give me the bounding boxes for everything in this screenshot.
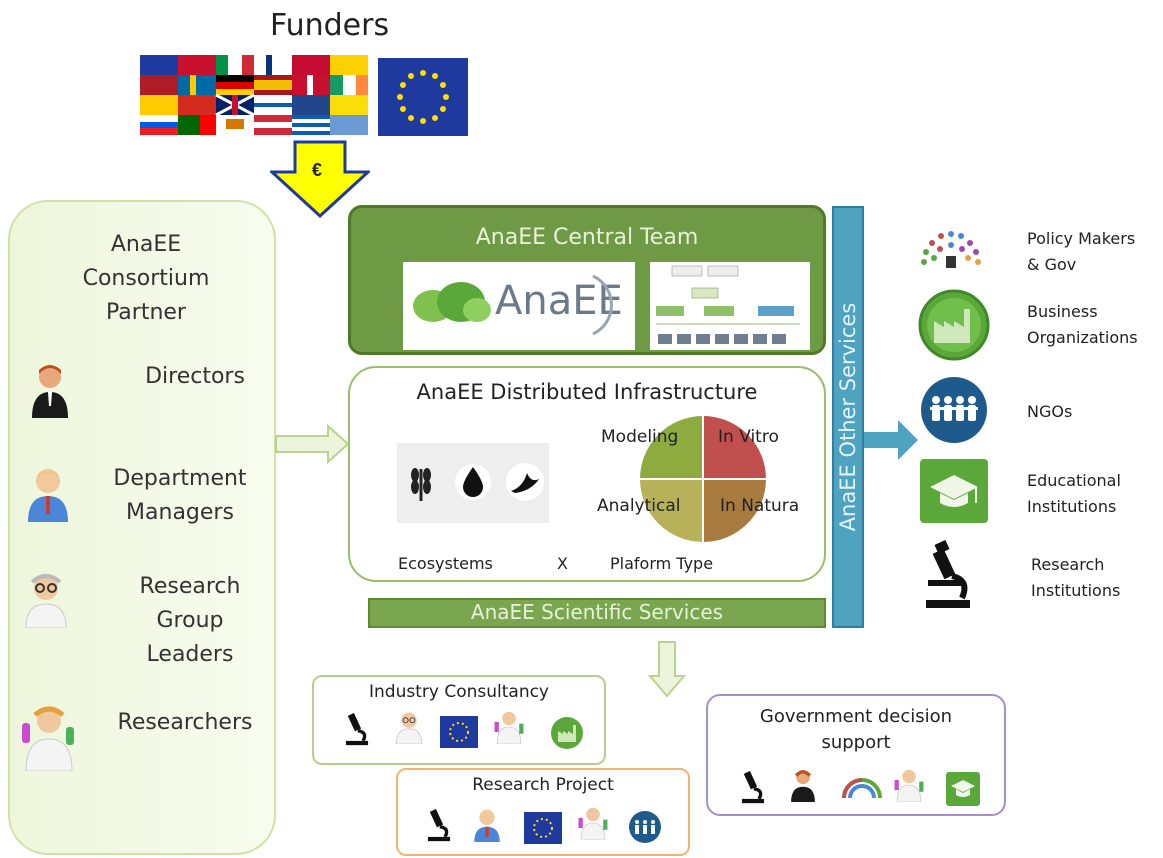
distributed-infrastructure-title: AnaEE Distributed Infrastructure [416, 380, 758, 404]
platform-type-label: Plaform Type [610, 554, 714, 573]
scientific-services-bar [368, 598, 826, 628]
stakeholder-label: Policy Makers [1027, 229, 1136, 248]
quadrant-label-in-vitro: In Vitro [718, 427, 779, 447]
partner-title-line: AnaEE [110, 232, 182, 257]
partner-title: AnaEE Consortium Partner [40, 228, 252, 330]
ecosystem-icons [397, 443, 549, 523]
partner-to-infrastructure-arrow [275, 424, 350, 464]
stakeholder-label: Institutions [1027, 497, 1117, 516]
water-drop-icon [455, 464, 491, 500]
people-icon [921, 377, 987, 443]
org-chart-diagram [650, 262, 810, 350]
euro-symbol: € [312, 160, 323, 180]
eu-flag-icon [524, 812, 562, 844]
role-label: Department [113, 466, 247, 491]
microscope-icon [427, 809, 451, 842]
role-label: Researchers [117, 710, 253, 735]
national-flags-collage [140, 55, 368, 135]
central-team-title: AnaEE Central Team [475, 225, 699, 250]
graduation-cap-icon [946, 772, 980, 806]
eu-flag-icon [440, 716, 478, 748]
parliament-icon [842, 778, 882, 799]
quadrant-in-vitro [703, 416, 766, 479]
logo-arc [592, 274, 613, 336]
stakeholder-educational: Educational Institutions [1027, 468, 1121, 520]
services-to-stakeholders-arrow [864, 420, 918, 460]
quadrant-modeling [640, 416, 703, 479]
tree-logo-icon [413, 282, 491, 322]
scientific-services-title: AnaEE Scientific Services [470, 600, 724, 624]
quadrant-label-modeling: Modeling [601, 427, 679, 447]
people-icon [629, 811, 661, 843]
quadrant-in-natura [703, 479, 766, 542]
services-down-arrow [648, 641, 686, 698]
stakeholder-label: Organizations [1027, 328, 1138, 347]
researcher-icon [494, 711, 524, 744]
manager-icon [474, 809, 500, 842]
role-label: Leaders [146, 642, 234, 667]
parliament-icon [921, 231, 981, 268]
researcher-icon [22, 706, 74, 771]
government-title-line: support [821, 732, 891, 753]
other-services-title: AnaEE Other Services [836, 302, 860, 532]
logo-text: AnaEE [495, 278, 623, 324]
ecosystems-label: Ecosystems [398, 554, 493, 573]
group-leader-icon [395, 712, 423, 744]
wheat-icon [411, 468, 431, 501]
researcher-icon [894, 769, 924, 802]
group-leader-icon [25, 574, 67, 628]
factory-icon [551, 717, 583, 749]
stakeholder-label: Institutions [1031, 581, 1121, 600]
role-research-group-leaders: Research Group Leaders [110, 570, 270, 672]
graduation-cap-icon [920, 459, 988, 523]
role-label: Group [156, 608, 224, 633]
research-project-title: Research Project [472, 775, 614, 795]
bird-icon [506, 463, 544, 501]
stakeholder-business: Business Organizations [1027, 299, 1138, 351]
other-services-bar [832, 206, 864, 628]
role-label: Research [139, 574, 241, 599]
quadrant-label-analytical: Analytical [597, 496, 681, 516]
partner-title-line: Partner [106, 300, 186, 325]
role-directors: Directors [120, 360, 270, 394]
director-icon [791, 770, 815, 802]
role-label: Managers [126, 500, 234, 525]
factory-icon [918, 289, 990, 361]
government-decision-title: Government decision support [706, 704, 1006, 756]
role-label: Directors [145, 364, 245, 389]
industry-consultancy-title: Industry Consultancy [369, 682, 549, 702]
microscope-icon [926, 540, 970, 608]
stakeholder-policy-makers: Policy Makers & Gov [1027, 226, 1135, 278]
funders-title: Funders [270, 8, 390, 43]
anaee-logo: AnaEE [403, 262, 635, 350]
eu-flag-icon [378, 58, 468, 136]
microscope-icon [741, 771, 765, 804]
manager-icon [28, 469, 68, 522]
director-icon [32, 365, 68, 418]
stakeholder-research: Research Institutions [1031, 552, 1120, 604]
stakeholder-label: & Gov [1027, 255, 1077, 274]
funding-down-arrow [270, 140, 370, 218]
stakeholder-label: NGOs [1027, 402, 1073, 421]
stakeholder-ngos: NGOs [1027, 399, 1072, 425]
stakeholder-label: Educational [1027, 471, 1121, 490]
quadrant-analytical [640, 479, 703, 542]
partner-title-line: Consortium [82, 266, 210, 291]
stakeholder-label: Research [1031, 555, 1105, 574]
platform-type-quadrant-chart [640, 416, 766, 542]
role-researchers: Researchers [100, 706, 270, 740]
stakeholder-label: Business [1027, 302, 1098, 321]
role-department-managers: Department Managers [90, 462, 270, 530]
researcher-icon [578, 807, 608, 840]
cross-label: X [557, 554, 568, 573]
quadrant-label-in-natura: In Natura [720, 496, 800, 516]
microscope-icon [345, 713, 369, 746]
government-title-line: Government decision [759, 706, 953, 727]
